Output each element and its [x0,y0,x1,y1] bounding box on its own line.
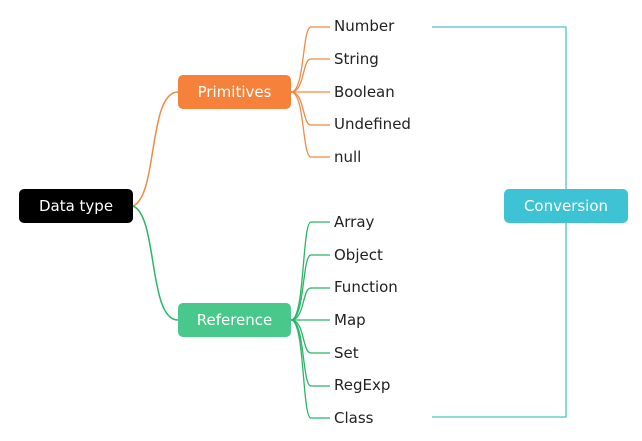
edges-reference-to-items [290,221,330,419]
leaf-undefined[interactable]: Undefined [334,115,411,133]
conversion-node-label: Conversion [523,197,609,215]
root-node-data-type[interactable]: Data type [19,189,133,223]
group-node-primitives[interactable]: Primitives [178,75,291,109]
conversion-node[interactable]: Conversion [504,189,628,223]
group-node-reference-label: Reference [196,311,273,329]
root-node-label: Data type [38,197,114,215]
leaf-object[interactable]: Object [334,246,383,264]
leaf-array[interactable]: Array [334,213,375,231]
edge-root-to-primitives [132,91,179,207]
edge-root-to-reference [132,205,179,321]
leaf-number[interactable]: Number [334,17,395,35]
leaf-function[interactable]: Function [334,278,398,296]
leaf-map[interactable]: Map [334,311,366,329]
branch-edge [290,58,330,93]
branch-edge [290,254,330,321]
group-node-primitives-label: Primitives [197,83,272,101]
leaf-string[interactable]: String [334,50,379,68]
leaf-boolean[interactable]: Boolean [334,83,395,101]
leaf-regexp[interactable]: RegExp [334,376,391,394]
branch-edge [290,287,330,321]
group-node-reference[interactable]: Reference [178,303,291,337]
branch-edge [290,221,330,321]
branch-edge [290,26,330,93]
branch-edge [290,91,330,158]
leaf-set[interactable]: Set [334,344,359,362]
edges-primitives-to-items [290,26,330,158]
branch-edge [290,319,330,419]
leaf-class[interactable]: Class [334,409,374,427]
leaf-null[interactable]: null [334,148,362,166]
